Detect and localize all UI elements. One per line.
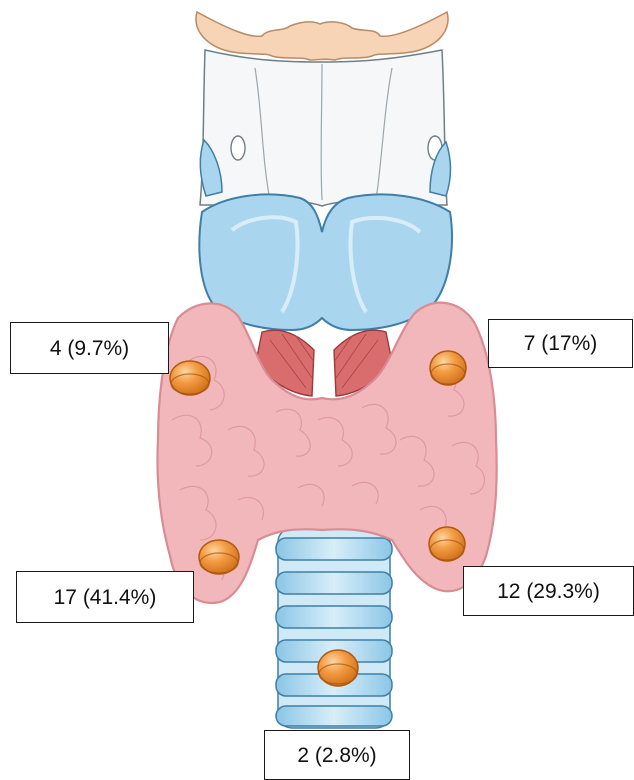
thyrohyoid-membrane [200,50,447,206]
foramen-left [231,136,245,160]
parathyroid-superior-left-marker [170,361,210,395]
parathyroid-inferior-right-marker [429,527,465,561]
hyoid-bone [196,12,448,60]
parathyroid-superior-right-marker [430,351,466,385]
label-superior-left: 4 (9.7%) [10,322,169,374]
label-mediastinal-text: 2 (2.8%) [297,745,376,766]
label-superior-left-text: 4 (9.7%) [50,338,129,359]
parathyroid-mediastinal-marker [318,650,358,686]
label-mediastinal: 2 (2.8%) [264,730,410,780]
label-superior-right-text: 7 (17%) [524,333,598,354]
label-inferior-left-text: 17 (41.4%) [54,587,157,608]
thyroid-cartilage [199,194,452,330]
label-inferior-right-text: 12 (29.3%) [497,581,600,602]
trachea [276,528,392,728]
parathyroid-inferior-left-marker [199,540,239,574]
label-superior-right: 7 (17%) [488,319,633,368]
label-inferior-right: 12 (29.3%) [463,566,634,616]
label-inferior-left: 17 (41.4%) [16,571,194,623]
